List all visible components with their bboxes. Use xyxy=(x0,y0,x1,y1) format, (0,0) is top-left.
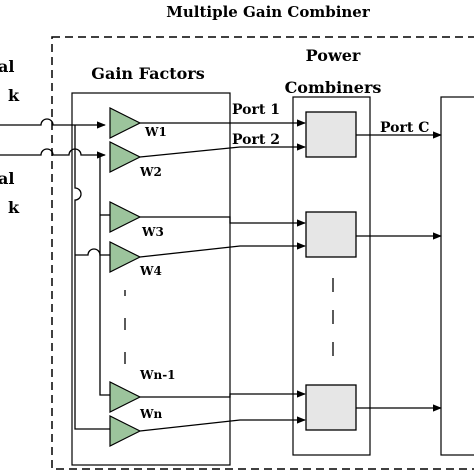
weight-label-wn: Wn xyxy=(139,407,162,421)
wn-1-output-line xyxy=(140,390,306,398)
weight-label-w4: W4 xyxy=(139,264,162,278)
power-combiners-label-line2: Combiners xyxy=(285,78,382,97)
w3-output-line xyxy=(140,216,306,227)
input-1-label-line2: k xyxy=(8,86,20,105)
power-combiners-box xyxy=(292,96,371,456)
gain-factors-label: Gain Factors xyxy=(91,64,204,83)
input-1-line xyxy=(0,118,106,129)
input-2-label-line1: al xyxy=(0,169,14,188)
port-2-label: Port 2 xyxy=(232,132,280,148)
wn-output-line xyxy=(139,416,306,432)
input-2-label-line2: k xyxy=(8,198,20,217)
input-2-line xyxy=(0,148,106,159)
power-combiner-n xyxy=(305,384,357,431)
weight-label-w1: W1 xyxy=(144,125,167,139)
power-combiners-label-line1: Power xyxy=(306,46,361,65)
input-2-bus xyxy=(99,155,110,396)
amplifier-w3-icon xyxy=(109,201,142,233)
power-combiner-1 xyxy=(305,111,357,158)
gain-factors-box xyxy=(71,92,231,466)
amplifier-w1-icon xyxy=(109,107,142,139)
port-2-line xyxy=(139,143,306,158)
input-1-label-line1: al xyxy=(0,57,14,76)
port-1-label: Port 1 xyxy=(232,102,280,118)
amplifier-wn-1-icon xyxy=(109,381,142,413)
output-block xyxy=(440,96,474,456)
combiner-boundary xyxy=(51,36,474,470)
w4-output-line xyxy=(139,242,306,258)
diagram-title: Multiple Gain Combiner xyxy=(166,3,371,21)
amplifier-w4-icon xyxy=(109,241,142,273)
amplifier-wn-icon xyxy=(109,415,142,447)
weight-label-w2: W2 xyxy=(139,165,162,179)
power-combiner-2 xyxy=(305,211,357,258)
weight-label-wn-1: Wn-1 xyxy=(139,368,176,382)
input-1-bus xyxy=(74,125,110,430)
weight-label-w3: W3 xyxy=(141,225,164,239)
port-c-label: Port C xyxy=(380,120,429,136)
feed-w4 xyxy=(75,248,110,256)
amplifier-w2-icon xyxy=(109,141,142,173)
